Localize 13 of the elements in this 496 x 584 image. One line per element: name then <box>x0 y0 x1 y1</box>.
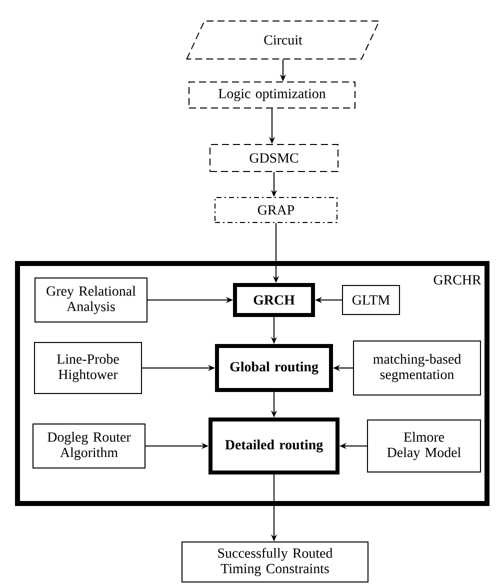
input-box: Elmore Delay Model <box>367 420 481 472</box>
process-box: Detailed routing <box>208 418 340 474</box>
process-box: GRCH <box>233 283 315 317</box>
input-box: GLTM <box>342 285 400 315</box>
result-box: Successfully Routed Timing Constraints <box>182 542 368 582</box>
process-box: GRAP <box>214 197 338 223</box>
process-box: Global routing <box>215 344 333 392</box>
input-box: Dogleg Router Algorithm <box>32 424 146 468</box>
input-box: matching-based segmentation <box>353 340 481 396</box>
process-box: GDSMC <box>210 144 338 172</box>
input-box: Grey Relational Analysis <box>34 278 148 322</box>
process-box: Logic optimization <box>188 82 356 108</box>
input-box: Line-Probe Hightower <box>34 342 142 394</box>
